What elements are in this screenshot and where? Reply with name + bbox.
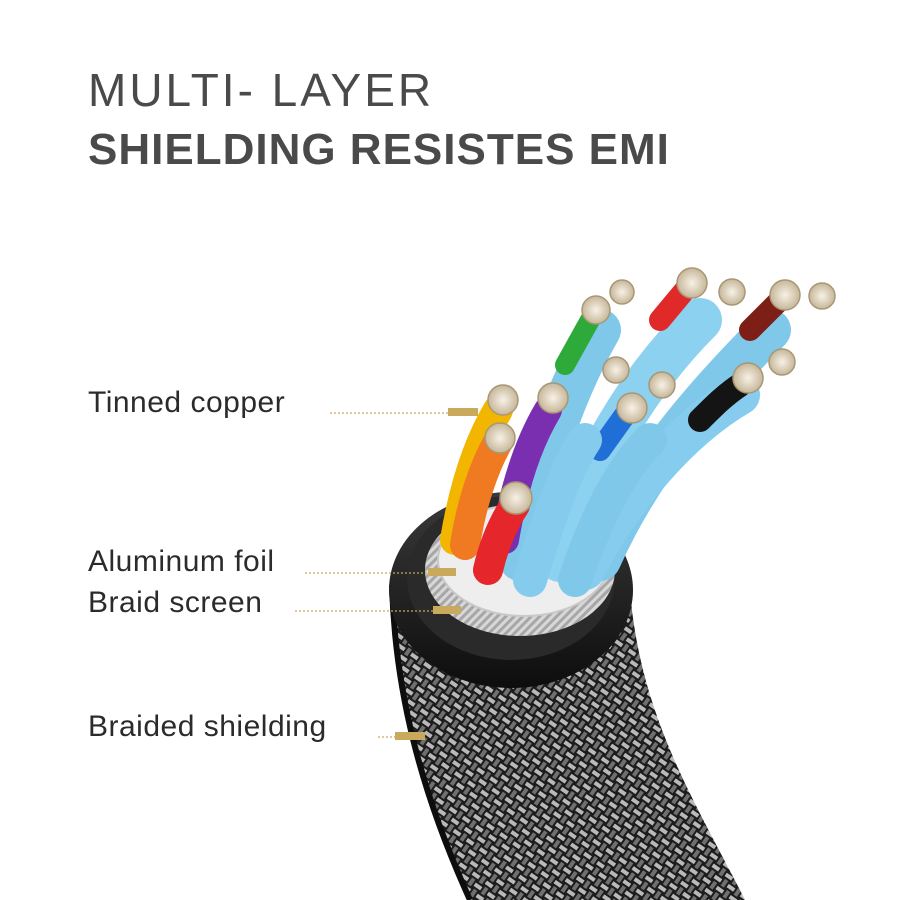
callout-aluminum-foil: Aluminum foil xyxy=(88,545,275,578)
callout-leaders xyxy=(295,408,478,740)
headline: MULTI- LAYER SHIELDING RESISTES EMI xyxy=(88,62,670,178)
callout-braid-screen: Braid screen xyxy=(88,586,263,619)
callout-tinned-copper: Tinned copper xyxy=(88,386,286,419)
headline-line-1: MULTI- LAYER xyxy=(88,64,435,116)
wire-bundle xyxy=(440,267,836,597)
callout-braided-shielding: Braided shielding xyxy=(88,710,327,743)
headline-line-2: SHIELDING RESISTES EMI xyxy=(88,125,670,174)
